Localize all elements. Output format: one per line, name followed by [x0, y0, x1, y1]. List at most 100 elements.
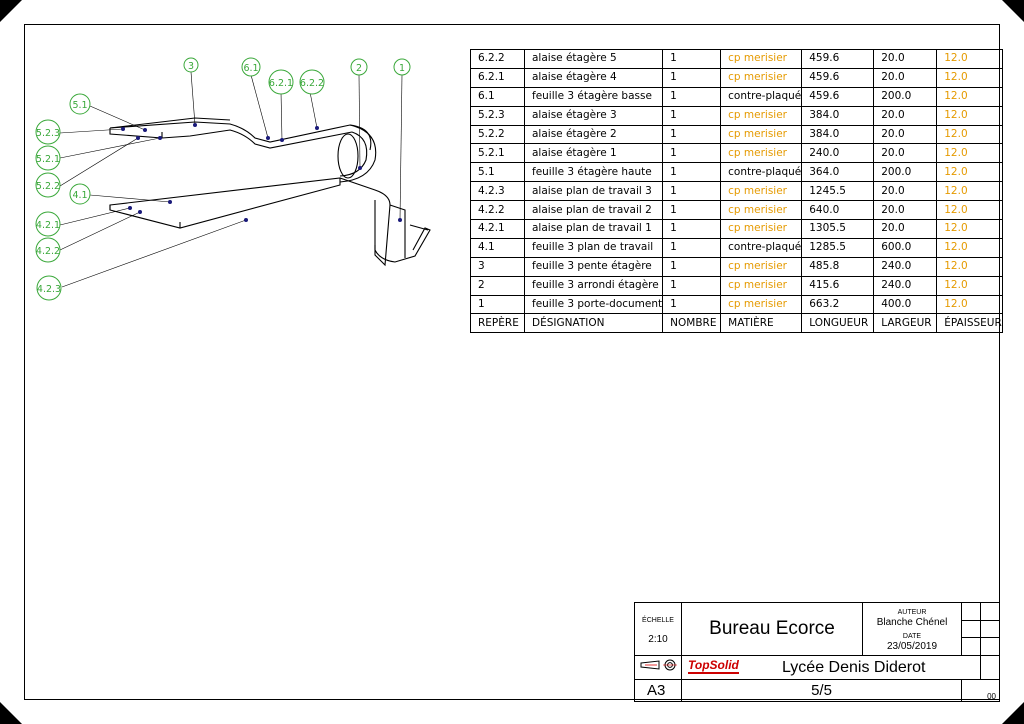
- cell-longueur: 415.6: [801, 275, 875, 296]
- callout-label: 3: [188, 61, 194, 72]
- cell-longueur: 663.2: [801, 294, 875, 315]
- callout-label: 5.2.2: [36, 181, 60, 192]
- cell-epaisseur: 12.0: [936, 200, 1003, 221]
- revision-index: 00: [961, 679, 1000, 702]
- cell-matiere: cp merisier: [720, 49, 803, 69]
- callout-label: 1: [399, 63, 405, 74]
- cell-nombre: 1: [662, 294, 722, 315]
- header-nombre: NOMBRE: [662, 313, 722, 334]
- projection-symbol-cell: [634, 655, 682, 680]
- callout-label: 4.2.1: [36, 220, 60, 231]
- cell-matiere: cp merisier: [720, 67, 803, 88]
- header-epaisseur: ÉPAISSEUR: [936, 313, 1003, 334]
- cell-epaisseur: 12.0: [936, 162, 1003, 183]
- cell-largeur: 200.0: [873, 162, 938, 183]
- cell-designation: alaise étagère 2: [523, 124, 664, 145]
- cell-longueur: 640.0: [801, 200, 875, 221]
- cell-nombre: 1: [662, 181, 722, 202]
- cell-repere: 5.2.2: [470, 124, 525, 145]
- cell-epaisseur: 12.0: [936, 67, 1003, 88]
- cell-nombre: 1: [662, 67, 722, 88]
- callout-label: 4.2.2: [36, 246, 60, 257]
- cell-matiere: cp merisier: [720, 124, 803, 145]
- scale-label: ÉCHELLE: [642, 616, 674, 624]
- cell-repere: 6.1: [470, 86, 525, 107]
- cell-nombre: 1: [662, 256, 722, 277]
- cell-repere: 5.2.1: [470, 143, 525, 164]
- sheet-format: A3: [634, 679, 682, 702]
- isometric-drawing: 3 6.1 6.2.1 6.2.2 2 1 5.1 5.2.3 5.2.1 5.…: [35, 57, 431, 301]
- topsolid-logo: TopSolid: [688, 658, 739, 674]
- cell-longueur: 364.0: [801, 162, 875, 183]
- cell-largeur: 400.0: [873, 294, 938, 315]
- cell-epaisseur: 12.0: [936, 256, 1003, 277]
- cell-matiere: contre-plaqué: [720, 86, 803, 107]
- cell-longueur: 240.0: [801, 143, 875, 164]
- cell-largeur: 20.0: [873, 219, 938, 239]
- cell-matiere: contre-plaqué: [720, 162, 803, 183]
- cell-nombre: 1: [662, 105, 722, 126]
- revision-grid-2: [980, 602, 1000, 656]
- cell-epaisseur: 12.0: [936, 86, 1003, 107]
- callout-label: 4.2.3: [37, 284, 61, 295]
- cell-longueur: 384.0: [801, 105, 875, 126]
- cell-matiere: cp merisier: [720, 200, 803, 221]
- cell-epaisseur: 12.0: [936, 275, 1003, 296]
- cell-epaisseur: 12.0: [936, 124, 1003, 145]
- cell-nombre: 1: [662, 275, 722, 296]
- cell-longueur: 459.6: [801, 86, 875, 107]
- cell-designation: feuille 3 porte-document: [523, 294, 664, 315]
- cell-repere: 4.1: [470, 237, 525, 258]
- cell-epaisseur: 12.0: [936, 219, 1003, 239]
- date-value: 23/05/2019: [886, 640, 938, 652]
- cell-designation: alaise étagère 3: [523, 105, 664, 126]
- cell-nombre: 1: [662, 86, 722, 107]
- cell-designation: alaise plan de travail 3: [523, 181, 664, 202]
- cell-epaisseur: 12.0: [936, 49, 1003, 69]
- cell-repere: 5.2.3: [470, 105, 525, 126]
- header-matiere: MATIÈRE: [720, 313, 803, 334]
- cell-longueur: 485.8: [801, 256, 875, 277]
- cell-designation: alaise étagère 5: [523, 49, 664, 69]
- cell-designation: feuille 3 plan de travail: [523, 237, 664, 258]
- cell-nombre: 1: [662, 219, 722, 239]
- scale-cell: ÉCHELLE 2:10: [634, 602, 682, 656]
- nomenclature-header-row: REPÈRE DÉSIGNATION NOMBRE MATIÈRE LONGUE…: [470, 313, 1003, 334]
- cell-repere: 2: [470, 275, 525, 296]
- cell-nombre: 1: [662, 49, 722, 69]
- cell-matiere: cp merisier: [720, 181, 803, 202]
- cell-largeur: 600.0: [873, 237, 938, 258]
- callout-label: 2: [356, 63, 362, 74]
- cell-repere: 6.2.1: [470, 67, 525, 88]
- cell-repere: 1: [470, 294, 525, 315]
- header-largeur: LARGEUR: [873, 313, 938, 334]
- cell-largeur: 20.0: [873, 200, 938, 221]
- cell-nombre: 1: [662, 124, 722, 145]
- cell-repere: 3: [470, 256, 525, 277]
- cell-nombre: 1: [662, 237, 722, 258]
- projection-symbol-icon: [640, 659, 677, 671]
- cell-matiere: cp merisier: [720, 294, 803, 315]
- author-name: Blanche Chénel: [876, 616, 948, 628]
- cell-designation: feuille 3 étagère basse: [523, 86, 664, 107]
- cell-epaisseur: 12.0: [936, 105, 1003, 126]
- author-date-cell: AUTEUR Blanche Chénel DATE 23/05/2019: [862, 602, 962, 656]
- drawing-title: Bureau Ecorce: [681, 602, 863, 656]
- cell-epaisseur: 12.0: [936, 143, 1003, 164]
- cell-largeur: 20.0: [873, 143, 938, 164]
- revision-grid-3: [980, 655, 1000, 680]
- date-label: DATE: [902, 632, 922, 640]
- cell-matiere: cp merisier: [720, 275, 803, 296]
- cell-designation: alaise étagère 4: [523, 67, 664, 88]
